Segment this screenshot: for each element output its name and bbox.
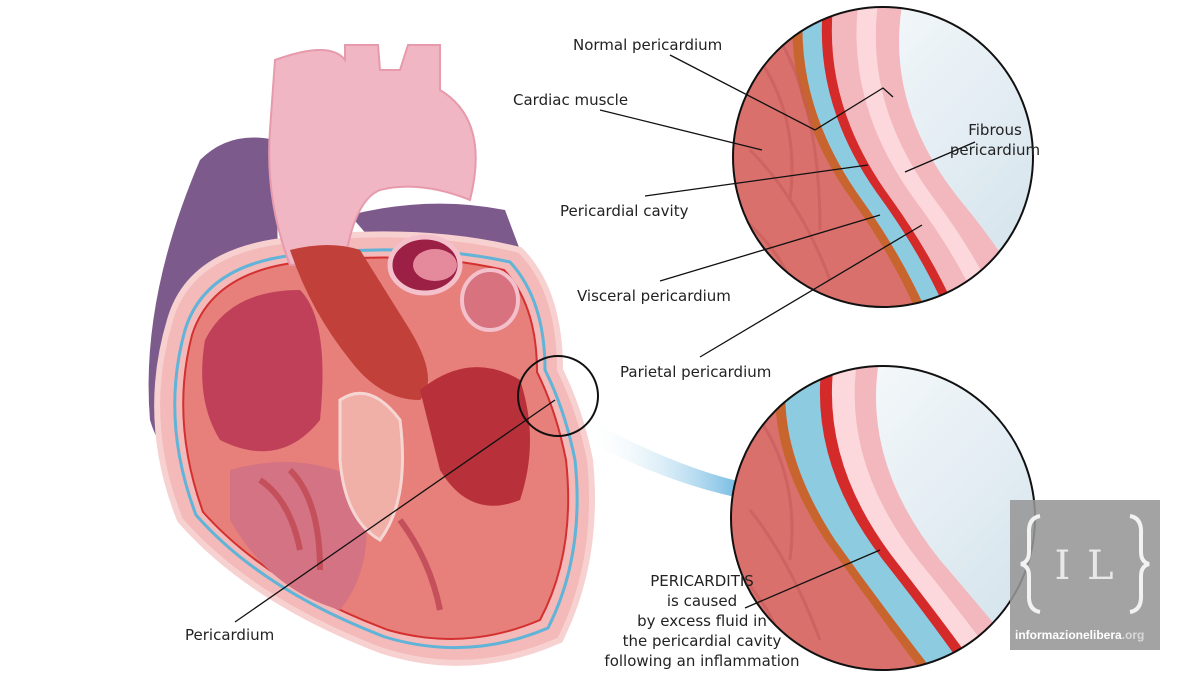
label-fibrous-pericardium-line2: pericardium — [950, 141, 1040, 159]
label-parietal-pericardium: Parietal pericardium — [620, 363, 771, 381]
septum — [338, 391, 404, 542]
mitral-valve — [460, 268, 520, 332]
leader-lines — [234, 54, 976, 623]
watermark-site: informazionelibera.org — [1015, 628, 1144, 642]
brace-right-icon — [1129, 514, 1150, 614]
logo-letters: I L — [1054, 543, 1116, 589]
label-normal-pericardium: Normal pericardium — [573, 36, 722, 54]
note-line: the pericardial cavity — [623, 632, 782, 650]
site-tld: .org — [1121, 628, 1145, 642]
heart — [148, 44, 595, 666]
aorta — [268, 44, 477, 267]
note-line: is caused — [667, 592, 737, 610]
note-line: PERICARDITIS — [650, 572, 754, 590]
label-pericardium: Pericardium — [185, 626, 274, 644]
pulmonary-trunk — [290, 245, 428, 400]
watermark-logo: I L informazionelibera.org — [1010, 500, 1160, 650]
note-line: following an inflammation — [604, 652, 799, 670]
label-fibrous-pericardium-line1: Fibrous — [968, 121, 1022, 139]
label-cardiac-muscle: Cardiac muscle — [513, 91, 628, 109]
magnify-circle — [517, 355, 599, 437]
left-atrium — [202, 290, 323, 452]
note-line: by excess fluid in — [637, 612, 767, 630]
site-name: informazionelibera — [1015, 628, 1122, 642]
normal-pericardium-circle — [733, 7, 1033, 307]
brace-left-icon — [1020, 514, 1041, 614]
pericarditis-note: PERICARDITIS is caused by excess fluid i… — [604, 572, 799, 670]
label-pericardial-cavity: Pericardial cavity — [560, 202, 689, 220]
right-ventricle — [420, 367, 530, 506]
label-visceral-pericardium: Visceral pericardium — [577, 287, 731, 305]
